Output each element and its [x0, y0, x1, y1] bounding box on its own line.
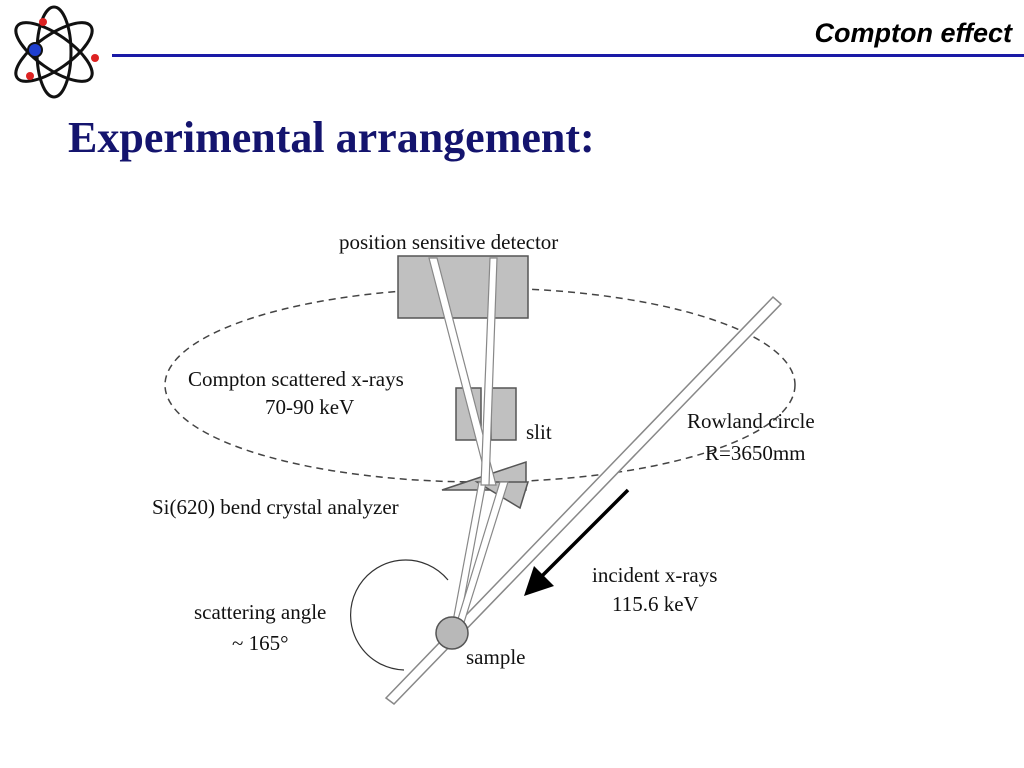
- atom-logo-icon: [2, 2, 106, 111]
- label-scattering-angle: scattering angle: [194, 600, 326, 624]
- sample: [435, 616, 469, 650]
- incident-beam: [384, 295, 783, 705]
- slide-title: Experimental arrangement:: [68, 113, 595, 162]
- reflected-beam-left: [428, 257, 497, 486]
- label-incident-energy: 115.6 keV: [612, 592, 699, 616]
- label-sample: sample: [466, 645, 525, 669]
- label-scattering-angle-value: ~ 165°: [232, 631, 289, 655]
- label-rowland-radius: R=3650mm: [705, 441, 806, 465]
- incident-direction-arrow: [538, 488, 630, 580]
- header-divider: [112, 54, 1024, 57]
- reflected-beam-right: [480, 257, 498, 486]
- position-sensitive-detector: [397, 255, 529, 319]
- label-incident-xrays: incident x-rays: [592, 563, 717, 587]
- rowland-circle: [164, 287, 796, 483]
- header-title: Compton effect: [814, 18, 1012, 48]
- label-detector: position sensitive detector: [339, 230, 558, 254]
- label-scattered-energy: 70-90 keV: [265, 395, 354, 419]
- label-analyzer: Si(620) bend crystal analyzer: [152, 495, 399, 519]
- slit-right: [490, 387, 517, 441]
- label-slit: slit: [526, 420, 552, 444]
- label-rowland-circle: Rowland circle: [687, 409, 815, 433]
- arrow-head-icon: [524, 566, 554, 596]
- label-scattered-xrays: Compton scattered x-rays: [188, 367, 404, 391]
- scattering-angle-arc: [349, 559, 449, 671]
